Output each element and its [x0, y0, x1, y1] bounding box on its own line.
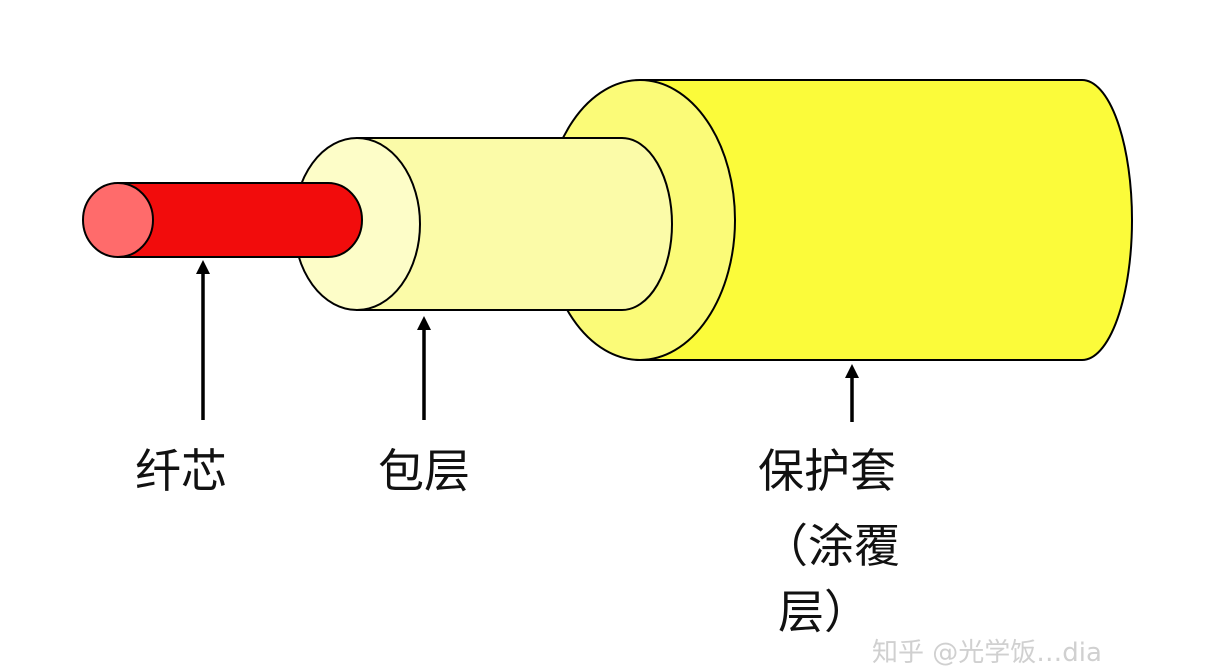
jacket-label-line2: （涂覆 — [762, 519, 900, 573]
jacket-body — [639, 79, 1133, 361]
optical-fiber-diagram: 纤芯 包层 保护套 （涂覆 层） — [82, 79, 1133, 639]
jacket-label-line3: 层） — [778, 585, 870, 639]
core-layer — [82, 182, 363, 258]
watermark: 知乎 @光学饭…dia — [872, 638, 1102, 668]
core-arrow — [196, 260, 210, 420]
jacket-arrow — [845, 364, 859, 422]
jacket-label-line1: 保护套 — [758, 444, 896, 498]
cladding-label: 包层 — [378, 444, 470, 498]
core-label: 纤芯 — [135, 444, 227, 498]
core-body — [117, 182, 363, 258]
cladding-body — [356, 137, 673, 311]
core-end-face — [82, 182, 154, 258]
cladding-arrow — [417, 316, 431, 420]
